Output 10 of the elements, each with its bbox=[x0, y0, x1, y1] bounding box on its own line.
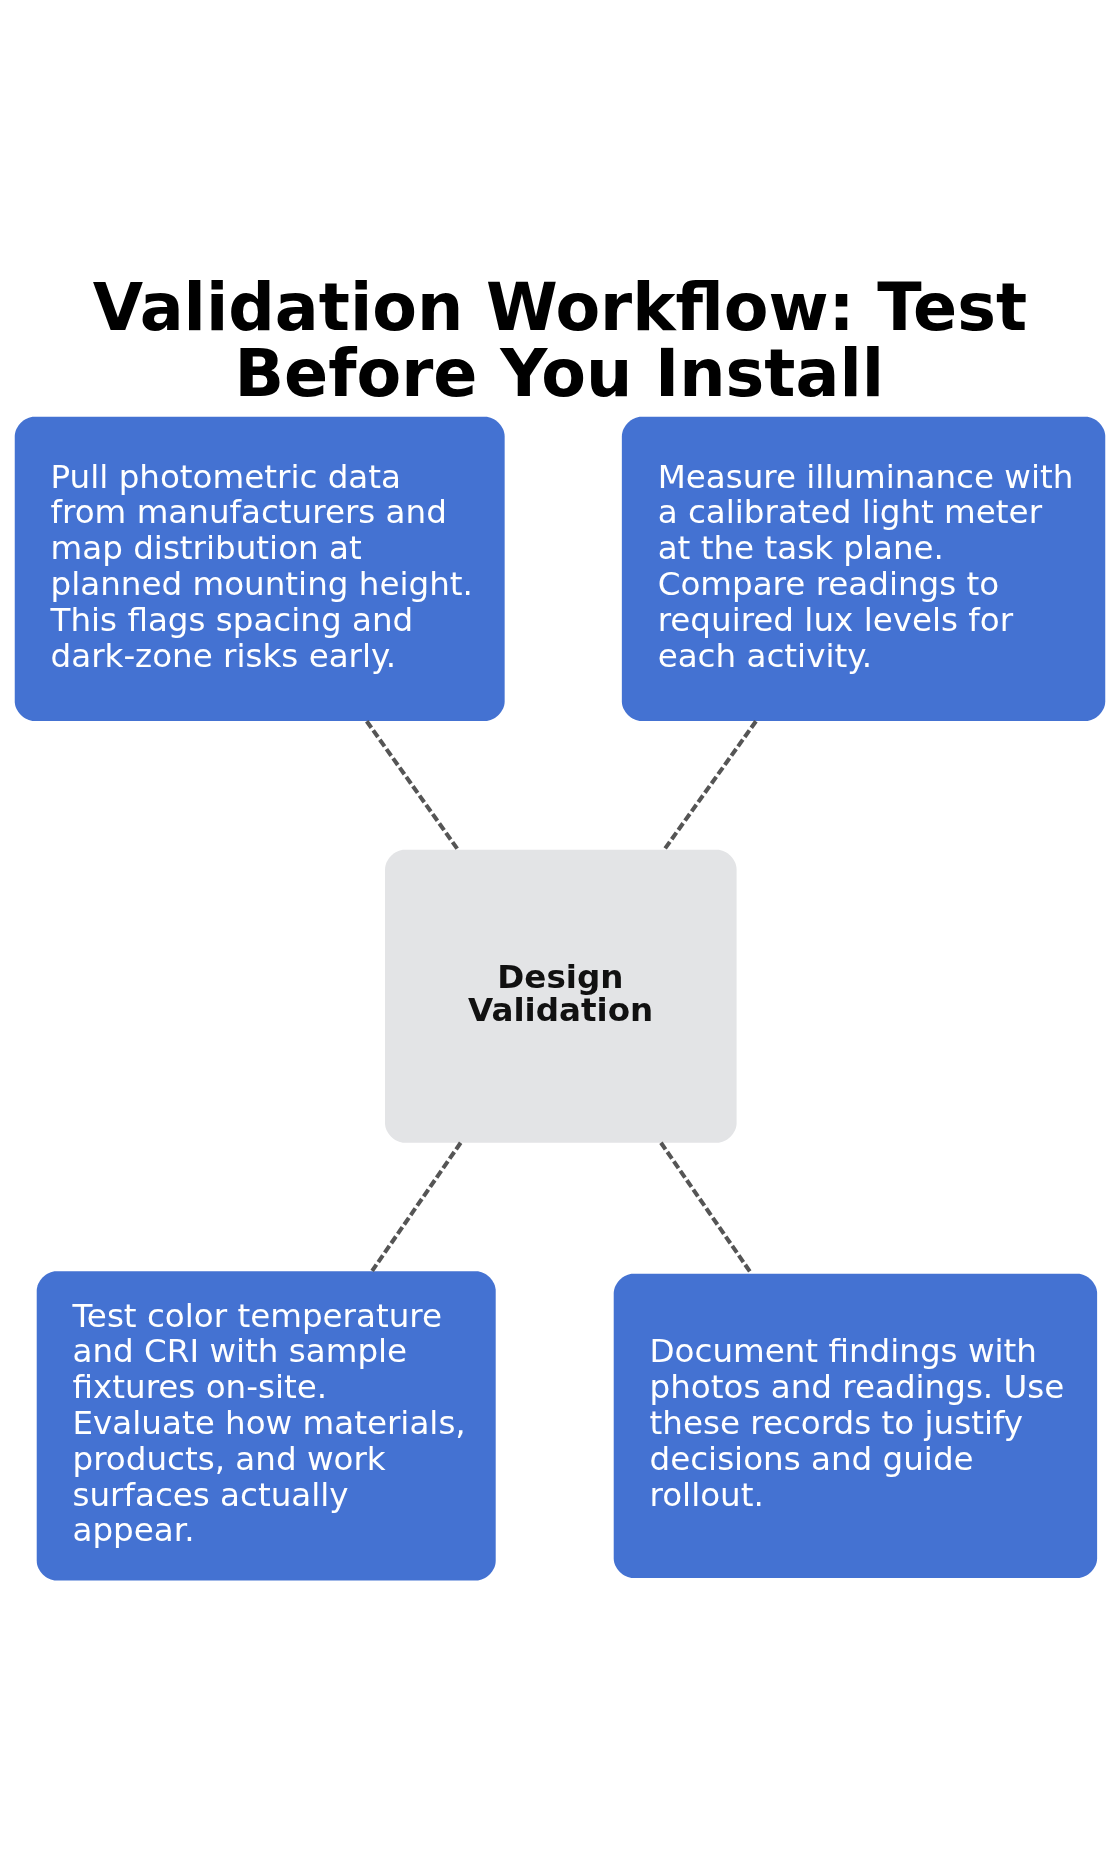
diagram-title: Validation Workflow: Test Before You Install bbox=[92, 270, 1028, 411]
connector bbox=[370, 1141, 463, 1273]
node-box: Document findings with photos and readings. Use these records to justify decisions and guide rollout. bbox=[613, 1273, 1098, 1579]
node-box: Test color temperature and CRI with sample fixtures on-site. Evaluate how materials, products, and work surfaces actually appear. bbox=[36, 1271, 496, 1581]
node-box: Pull photometric data from manufacturers and map distribution at planned mounting height. This flags spacing and dark-zone risks early. bbox=[14, 416, 505, 722]
connector bbox=[659, 1141, 753, 1275]
connector bbox=[365, 720, 460, 851]
connector bbox=[662, 720, 758, 851]
node-box: Measure illuminance with a calibrated light meter at the task plane. Compare readings to required lux levels for each activity. bbox=[621, 416, 1106, 722]
node-box: Design Validation bbox=[385, 849, 737, 1143]
